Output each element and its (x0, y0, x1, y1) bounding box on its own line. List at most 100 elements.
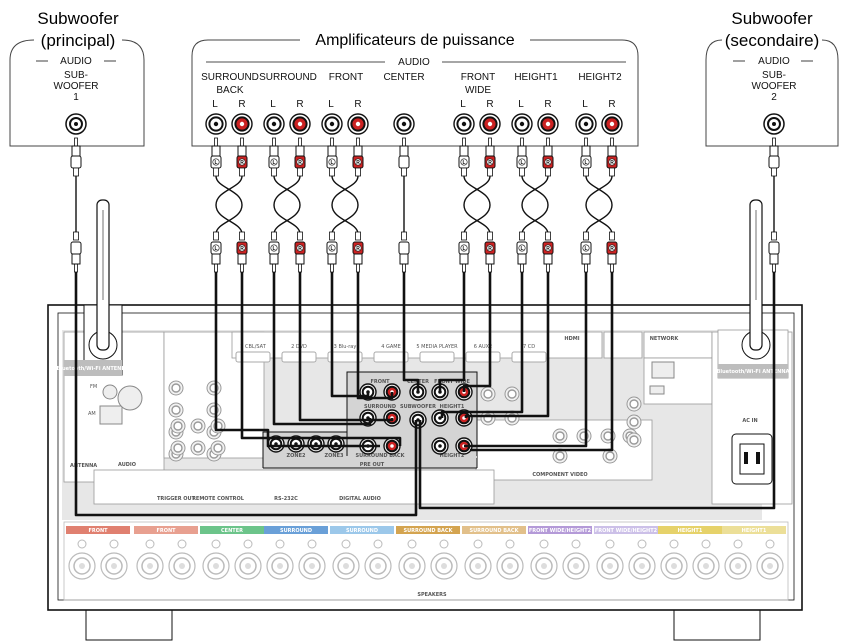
cable-run-1 (240, 272, 402, 446)
hdmi-input-label: 6 AUX2 (474, 344, 492, 350)
svg-text:L: L (214, 246, 217, 252)
right-antenna-label: Bluetooth/Wi-Fi ANTENNA (717, 369, 790, 375)
left-sub-port-3: 1 (73, 92, 79, 103)
amp-channel-label: CENTER (383, 72, 424, 83)
cable-l-lower (463, 204, 491, 235)
fm-label: FM (90, 384, 97, 390)
grey-jack (168, 402, 184, 418)
rca-plug: L (580, 137, 592, 177)
speaker-terminal (364, 539, 392, 580)
rca-plug: R (352, 137, 364, 177)
cable-run-9 (440, 272, 524, 418)
speaker-group-label: SURROUND BACK (470, 528, 520, 534)
grey-jack (210, 440, 226, 456)
receiver-foot-right (673, 609, 761, 641)
speaker-group-bar (658, 526, 722, 534)
speaker-terminal (660, 539, 688, 580)
hdmi-input-0: 1 CBL/SAT (235, 344, 271, 363)
speaker-group-2: CENTER (200, 526, 264, 580)
cable-run-12 (470, 272, 614, 452)
amp-l-label: L (518, 99, 524, 110)
speaker-frame (63, 521, 789, 601)
amp-jack-r (537, 113, 559, 135)
rca-plug: R (294, 137, 306, 177)
cable-run-13 (74, 272, 418, 517)
rca-plug (70, 231, 82, 273)
rca-plug (70, 137, 82, 177)
rca-plug: R (484, 137, 496, 177)
antenna-label: ANTENNA (70, 463, 97, 469)
rca-plug: R (542, 231, 554, 273)
speaker-group-7: FRONT WIDE/HEIGHT2 (528, 526, 592, 580)
speaker-group-bar (396, 526, 460, 534)
rca-plug (768, 137, 780, 177)
svg-text:L: L (462, 246, 465, 252)
pre-out-block: PRE OUT FRONT CENTER FRONT WIDE SURROUND… (262, 371, 478, 469)
preout-jack (455, 409, 473, 427)
speaker-group-label: SURROUND (280, 528, 312, 534)
amp-jack-l (205, 113, 227, 135)
amp-channel-label: FRONT (329, 72, 363, 83)
speaker-group-bar (528, 526, 592, 534)
hdmi-input-3: 4 GAME (373, 344, 409, 363)
amp-channel-label-2: BACK (216, 85, 244, 96)
hdmi-input-label: 1 CBL/SAT (240, 344, 266, 350)
ac-in-label: AC IN (742, 418, 757, 424)
cable-r-lower (215, 204, 243, 235)
left-sub-jack (65, 113, 87, 135)
preout-zone2: ZONE2 (287, 453, 306, 459)
cable-run-7 (438, 272, 466, 392)
right-sub-title-1: Subwoofer (731, 9, 813, 28)
amp-audio: AUDIO (398, 57, 430, 68)
speaker-group-bar (200, 526, 264, 534)
rca-plug: L (326, 231, 338, 273)
speaker-group-9: HEIGHT1 (658, 526, 722, 580)
rca-plug: L (210, 137, 222, 177)
speaker-group-label: FRONT (88, 528, 108, 534)
svg-text:L: L (330, 160, 333, 166)
svg-text:L: L (272, 246, 275, 252)
grey-jack (206, 380, 222, 396)
component-video-label: COMPONENT VIDEO (532, 472, 587, 478)
speaker-group-1: FRONT (134, 526, 198, 580)
amp-channel-label-2: WIDE (465, 85, 491, 96)
cable-r-upper (463, 175, 491, 206)
amp-jack-r (601, 113, 623, 135)
amp-title: Amplificateurs de puissance (315, 32, 514, 49)
rca-plug: L (516, 231, 528, 273)
rca-plug: R (294, 231, 306, 273)
amp-jack-r (231, 113, 253, 135)
speaker-group-bar (722, 526, 786, 534)
amp-channel-label: SURROUND (259, 72, 317, 83)
grey-jack (170, 440, 186, 456)
rca-plug: L (516, 137, 528, 177)
speaker-group-label: FRONT WIDE/HEIGHT2 (529, 528, 592, 534)
rca-plug: R (236, 231, 248, 273)
rca-plug: R (352, 231, 364, 273)
grey-jack (168, 380, 184, 396)
speaker-terminal (464, 539, 492, 580)
speaker-terminal (596, 539, 624, 580)
preout-surround-back: SURROUND BACK (356, 453, 406, 459)
speaker-group-bar (134, 526, 198, 534)
left-sub-port-2: WOOFER (54, 81, 99, 92)
right-sub-title-2: (secondaire) (725, 31, 820, 50)
grey-jack (190, 440, 206, 456)
amp-r-label: R (544, 99, 551, 110)
cable-l-upper (215, 175, 243, 206)
speaker-group-10: HEIGHT1 (722, 526, 786, 580)
power-amplifier: Amplificateurs de puissance AUDIO SURROU… (191, 32, 639, 147)
speaker-terminal (398, 539, 426, 580)
speaker-group-label: FRONT WIDE/HEIGHT2 (595, 528, 658, 534)
video-jack (504, 386, 520, 402)
rca-plug: L (268, 231, 280, 273)
cable-r-lower (463, 204, 491, 235)
rca-plug (768, 231, 780, 273)
grey-jack (170, 418, 186, 434)
speaker-terminal (234, 539, 262, 580)
